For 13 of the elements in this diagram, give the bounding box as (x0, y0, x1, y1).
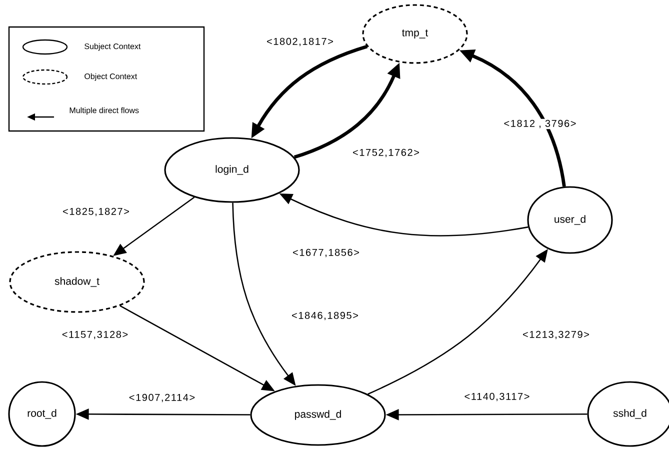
edge-label: <1140,3117> (463, 392, 531, 402)
edge-label: <1213,3279> (522, 330, 590, 340)
edge-label: <1802,1817> (266, 36, 334, 48)
edge-label: <1677,1856> (292, 248, 360, 258)
edge-label: <1846,1895> (290, 310, 360, 322)
legend-label: Multiple direct flows (70, 107, 139, 115)
edge-label: <1157,3128> (60, 330, 130, 340)
legend-label: Object Context (84, 73, 138, 81)
edge-label: <1907,2114> (128, 392, 196, 404)
edge-label: <1825,1827> (62, 206, 130, 218)
edge-label: <1752,1762> (352, 148, 420, 158)
legend-label: Subject Context (84, 43, 141, 51)
edge-label: <1812 , 3796> (502, 118, 578, 130)
